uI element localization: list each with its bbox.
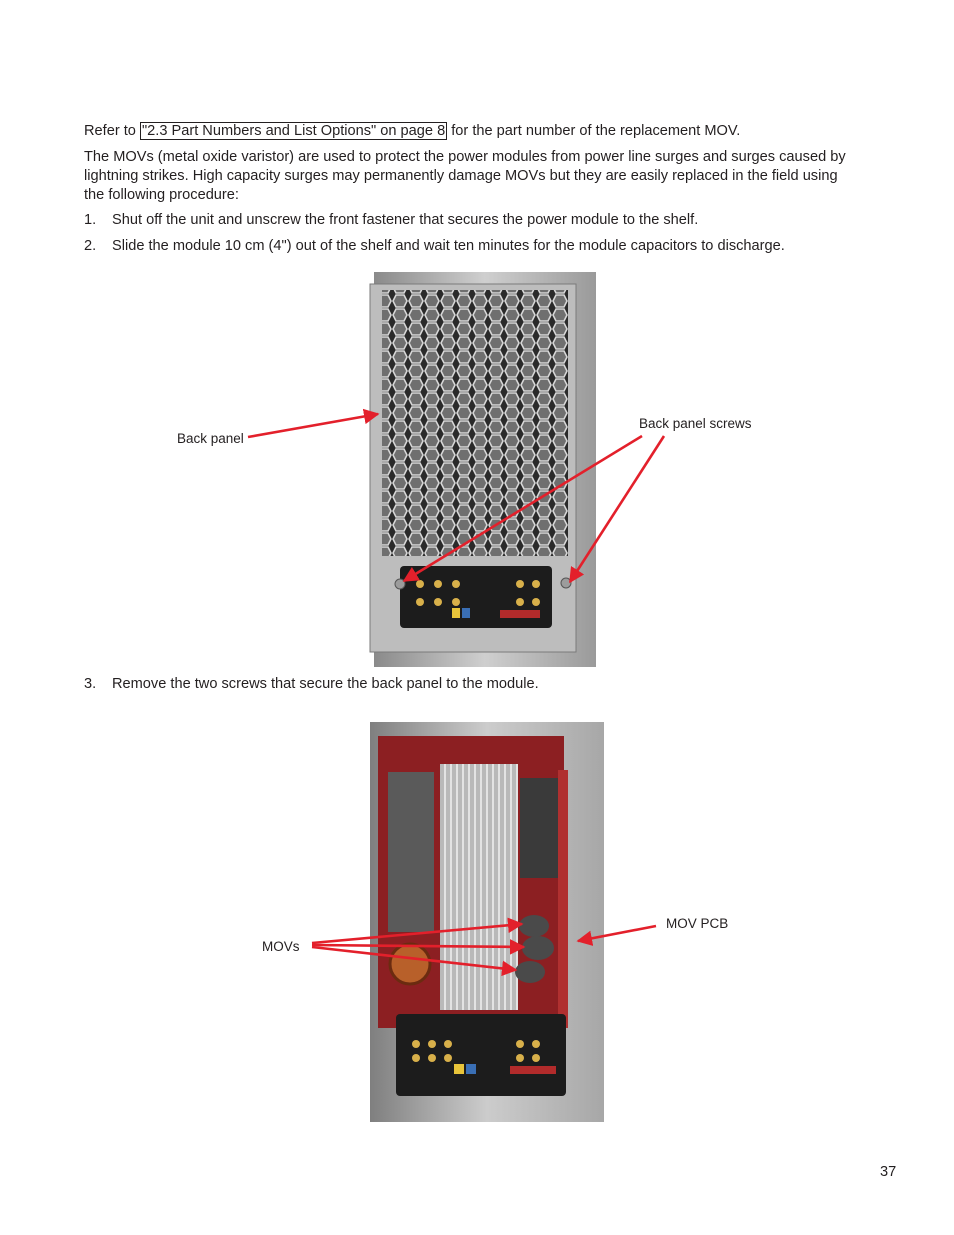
- step-1: 1. Shut off the unit and unscrew the fron…: [84, 211, 884, 230]
- step-2: 2. Slide the module 10 cm (4") out of the…: [84, 237, 884, 256]
- back-panel-label: Back panel: [177, 431, 244, 446]
- mov-pcb-label: MOV PCB: [666, 916, 729, 931]
- page-number: 37: [880, 1164, 897, 1180]
- back-panel-screws-label: Back panel screws: [639, 416, 752, 431]
- rear-connector: [396, 1014, 566, 1096]
- mov-1: [519, 915, 549, 937]
- step-number: 1.: [84, 212, 97, 228]
- movs-label: MOVs: [262, 939, 300, 954]
- mov-arrow-middle: [311, 939, 526, 955]
- mov-arrow-bottom: [311, 945, 518, 977]
- figure2-arrows: [311, 917, 657, 977]
- screw-arrow-left: [402, 434, 643, 583]
- mov-2: [522, 936, 554, 960]
- part-numbers-link[interactable]: "2.3 Part Numbers and List Options" on p…: [139, 122, 448, 140]
- back-panel-photo: [369, 272, 596, 667]
- step-text: Slide the module 10 cm (4") out of the s…: [112, 238, 785, 254]
- back-panel-arrow: [247, 408, 380, 439]
- power-transistors: [388, 772, 434, 932]
- step-text: Remove the two screws that secure the ba…: [112, 676, 539, 692]
- mov-pcb: [558, 770, 568, 1028]
- mov-arrow-top: [311, 917, 524, 945]
- step-number: 2.: [84, 238, 97, 254]
- ventilation-grille: [382, 290, 568, 556]
- step-number: 3.: [84, 676, 97, 692]
- inductor: [388, 942, 432, 986]
- screw-arrow-right: [568, 435, 666, 584]
- mov-photo: [370, 722, 604, 1122]
- figure1-arrows: [247, 408, 666, 584]
- mov-pcb-arrow: [576, 924, 657, 947]
- mov-3: [515, 961, 545, 983]
- step-text: Shut off the unit and unscrew the front …: [112, 212, 699, 228]
- mov-description: The MOVs (metal oxide varistor) are used…: [84, 149, 846, 203]
- intro-paragraph: Refer to "2.3 Part Numbers and List Opti…: [84, 122, 864, 141]
- step-3: 3. Remove the two screws that secure the …: [84, 675, 884, 694]
- back-panel-screw-left: [394, 578, 406, 590]
- intro-suffix: for the part number of the replacement M…: [447, 123, 741, 139]
- intro-prefix: Refer to: [84, 123, 140, 139]
